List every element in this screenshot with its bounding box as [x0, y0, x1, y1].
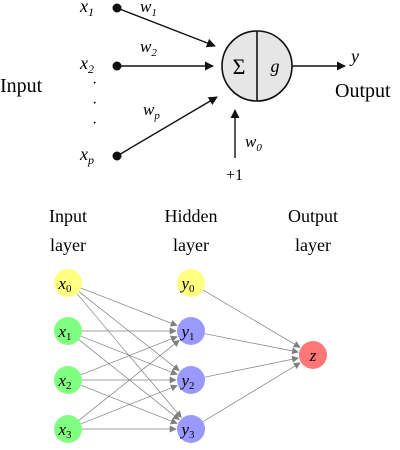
input-node-x3: x3	[54, 415, 82, 443]
activation-symbol: g	[271, 56, 280, 76]
hidden-node-label: y2	[179, 371, 194, 392]
hidden-node-circle	[177, 317, 205, 345]
input-node-label: x3	[57, 420, 72, 441]
input-node-x1: x1	[54, 317, 82, 345]
hidden-node-y3: y3	[177, 415, 205, 443]
edge-hidden-node-1-to-output-node-0	[204, 333, 299, 355]
hidden-node-label: y0	[179, 274, 195, 295]
input-node-x0: x0	[54, 269, 82, 297]
bias-value: +1	[226, 167, 243, 184]
hidden-node-label: y1	[179, 322, 194, 343]
output-label: Output	[335, 80, 391, 102]
input-node-circle	[54, 415, 82, 443]
output-node-circle	[299, 341, 327, 369]
hidden-layer-title: Hidden	[165, 206, 218, 226]
weight-label-wp: wp	[143, 100, 160, 122]
input-dot-xp	[112, 151, 122, 161]
hidden-node-y1: y1	[177, 317, 205, 345]
edge-input-node-2-to-hidden-node-1	[80, 335, 178, 376]
input-node-circle	[54, 366, 82, 394]
layer-titles: Input layer Hidden layer Output layer	[49, 206, 338, 255]
input-ellipsis-1: ·	[92, 75, 97, 92]
input-var-xp: xp	[79, 144, 94, 167]
input-node-x2: x2	[54, 366, 82, 394]
weight-label-w1: w1	[140, 0, 157, 19]
hidden-node-y0: y0	[177, 269, 205, 297]
input-dot-x1	[112, 3, 122, 13]
input-wire-x1	[116, 7, 216, 48]
edge-input-node-1-to-hidden-node-2	[80, 335, 178, 376]
output-layer-title-line2: layer	[295, 235, 331, 255]
input-node-circle	[54, 269, 82, 297]
edge-hidden-node-2-to-output-node-0	[204, 355, 299, 378]
input-dot-x2	[112, 61, 122, 71]
input-node-label: x0	[57, 274, 72, 295]
input-layer-title: Input	[49, 206, 87, 226]
edge-input-node-2-to-hidden-node-3	[80, 384, 178, 425]
output-layer-title: Output	[288, 206, 338, 226]
input-label: Input	[0, 75, 43, 97]
hidden-node-y2: y2	[177, 366, 205, 394]
input-ellipsis-3: ·	[92, 115, 97, 132]
output-var-y: y	[349, 46, 359, 66]
input-wire-xp	[116, 96, 218, 157]
hidden-node-circle	[177, 269, 205, 297]
edge-input-node-3-to-hidden-node-2	[80, 384, 178, 425]
weight-label-w0: w0	[245, 132, 262, 154]
hidden-node-label: y3	[179, 420, 195, 441]
input-node-label: x2	[57, 371, 71, 392]
input-ellipsis-2: ·	[92, 95, 97, 112]
input-var-x2: x2	[79, 53, 94, 76]
hidden-node-circle	[177, 415, 205, 443]
network-nodes: x0 x1 x2 x3 y0 y1 y2 y3 z	[54, 269, 327, 443]
network-diagram: Input layer Hidden layer Output layer x0…	[49, 206, 338, 443]
edge-hidden-node-0-to-output-node-0	[202, 289, 301, 348]
weight-label-w2: w2	[140, 37, 157, 59]
sum-symbol: Σ	[233, 54, 246, 79]
network-edges	[76, 287, 301, 433]
perceptron-diagram: Input · · · x1 x2 xp w1 w2	[0, 0, 391, 184]
edge-input-node-0-to-hidden-node-1	[80, 287, 178, 327]
input-var-x1: x1	[79, 0, 94, 19]
edge-input-node-3-to-hidden-node-1	[78, 339, 180, 421]
neuron-node: Σ g	[221, 30, 293, 102]
output-node-label: z	[309, 346, 317, 365]
hidden-node-circle	[177, 366, 205, 394]
input-node-circle	[54, 317, 82, 345]
input-node-label: x1	[57, 322, 71, 343]
edge-hidden-node-3-to-output-node-0	[202, 362, 301, 422]
hidden-layer-title-line2: layer	[173, 235, 209, 255]
input-layer-title-line2: layer	[50, 235, 86, 255]
output-node-z: z	[299, 341, 327, 369]
